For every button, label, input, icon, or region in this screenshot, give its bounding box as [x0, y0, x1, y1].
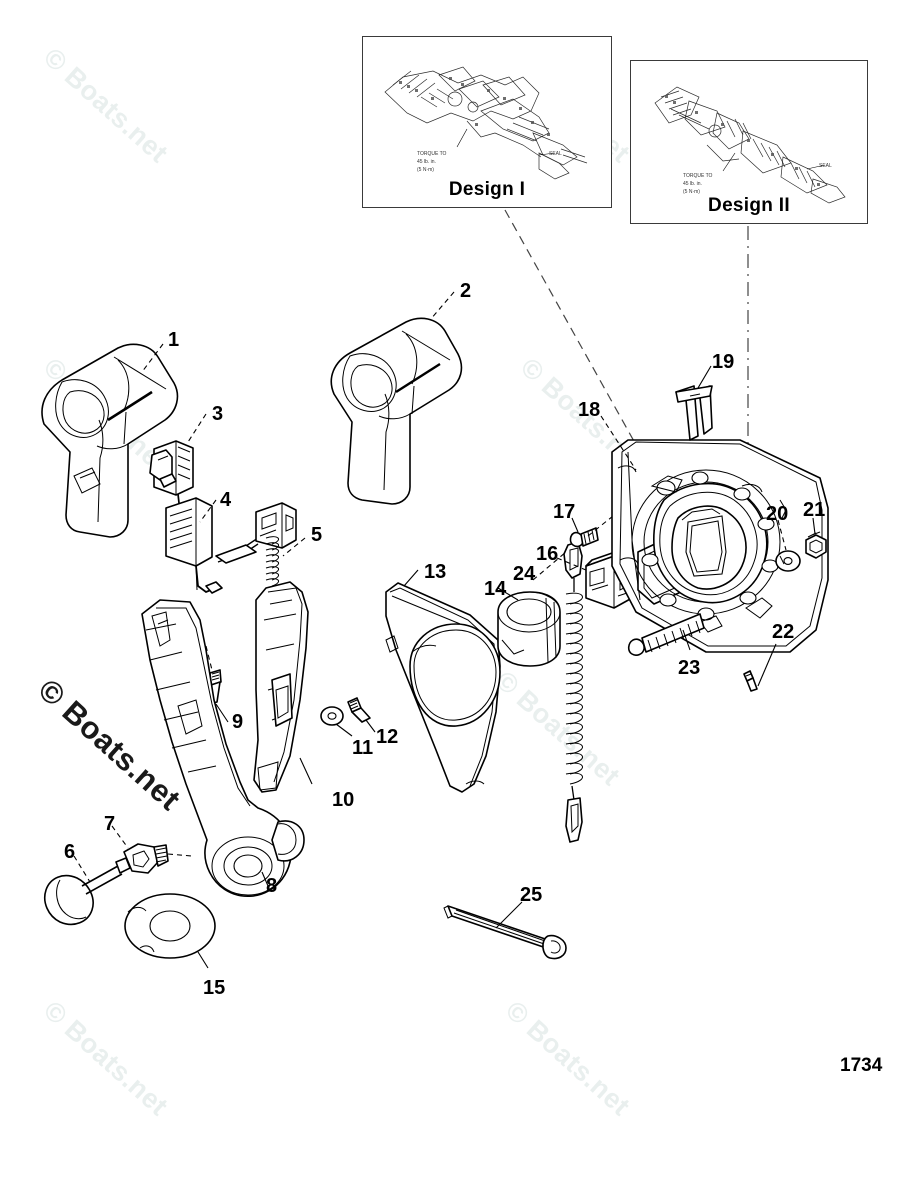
part-3-switch: [149, 440, 194, 541]
part-6-knob-shaft: [44, 857, 131, 926]
callout-7: 7: [104, 813, 116, 835]
part-1-handle-left: [41, 343, 179, 538]
svg-text:TORQUE TO: TORQUE TO: [683, 173, 713, 179]
part-24-lanyard: [563, 541, 583, 843]
part-18-housing: [611, 439, 829, 653]
part-10-lever-inner: [253, 581, 309, 793]
watermark: © Boats.net: [37, 352, 174, 479]
callout-19: 19: [712, 351, 735, 373]
callout-10: 10: [332, 789, 355, 811]
part-19-clip: [675, 385, 713, 441]
watermark: © Boats.net: [31, 672, 188, 818]
inset-caption: Design II: [708, 195, 790, 216]
callout-14: 14: [484, 578, 507, 600]
callout-9: 9: [232, 711, 244, 733]
part-9-screw: [209, 669, 222, 704]
callout-21: 21: [803, 499, 826, 521]
callout-15: 15: [203, 977, 226, 999]
callout-11: 11: [352, 737, 374, 759]
part-12-screw: [347, 697, 371, 723]
part-23-screw-long: [627, 613, 705, 656]
callout-22: 22: [772, 621, 795, 643]
callout-3: 3: [212, 403, 224, 425]
watermark: © Boats.net: [499, 995, 636, 1122]
part-21-nut: [805, 531, 827, 559]
callout-16: 16: [536, 543, 559, 565]
callout-5: 5: [311, 524, 323, 546]
figure-number: 1734: [840, 1055, 883, 1076]
part-14-bushing: [497, 591, 561, 667]
part-15-washer: [124, 893, 216, 959]
part-22-screw-small: [743, 670, 758, 692]
callout-2: 2: [460, 280, 472, 302]
inset-design-1: TORQUE TO 45 lb. in. (5 N·m) SEAL Design…: [362, 36, 612, 208]
svg-text:45 lb. in.: 45 lb. in.: [683, 181, 702, 187]
callout-4: 4: [220, 489, 232, 511]
callout-6: 6: [64, 841, 76, 863]
watermark: © Boats.net: [489, 665, 626, 792]
part-4-harness: [165, 497, 297, 594]
inset-caption: Design I: [448, 179, 526, 200]
svg-text:TORQUE TO: TORQUE TO: [417, 151, 447, 157]
svg-text:45 lb. in.: 45 lb. in.: [417, 159, 436, 165]
callout-12: 12: [376, 726, 399, 748]
callout-18: 18: [578, 399, 601, 421]
part-5-spring: [265, 536, 280, 604]
part-20-washer: [775, 550, 801, 572]
callout-20: 20: [766, 503, 789, 525]
callout-17: 17: [553, 501, 576, 523]
part-25-cable-tie: [443, 905, 567, 960]
callout-23: 23: [678, 657, 701, 679]
part-7-nut: [123, 843, 169, 874]
watermark: © Boats.net: [37, 42, 174, 169]
svg-text:(5 N·m): (5 N·m): [683, 189, 700, 195]
part-16-connector: [585, 550, 633, 609]
svg-text:(5 N·m): (5 N·m): [417, 167, 434, 173]
part-17-screw: [569, 527, 599, 548]
inset-design-2: TORQUE TO 45 lb. in. (5 N·m) SEAL Design…: [630, 60, 868, 224]
part-13-cover: [385, 582, 501, 793]
callout-24: 24: [513, 563, 536, 585]
part-2-handle-right: [330, 317, 463, 505]
callout-25: 25: [520, 884, 543, 906]
callout-8: 8: [266, 875, 278, 897]
callout-1: 1: [168, 329, 180, 351]
watermark: © Boats.net: [37, 995, 174, 1122]
callout-13: 13: [424, 561, 447, 583]
svg-text:SEAL: SEAL: [819, 163, 832, 169]
svg-text:SEAL: SEAL: [549, 151, 562, 157]
part-11-washer-small: [320, 706, 344, 726]
part-8-lever-arm: [141, 599, 305, 898]
